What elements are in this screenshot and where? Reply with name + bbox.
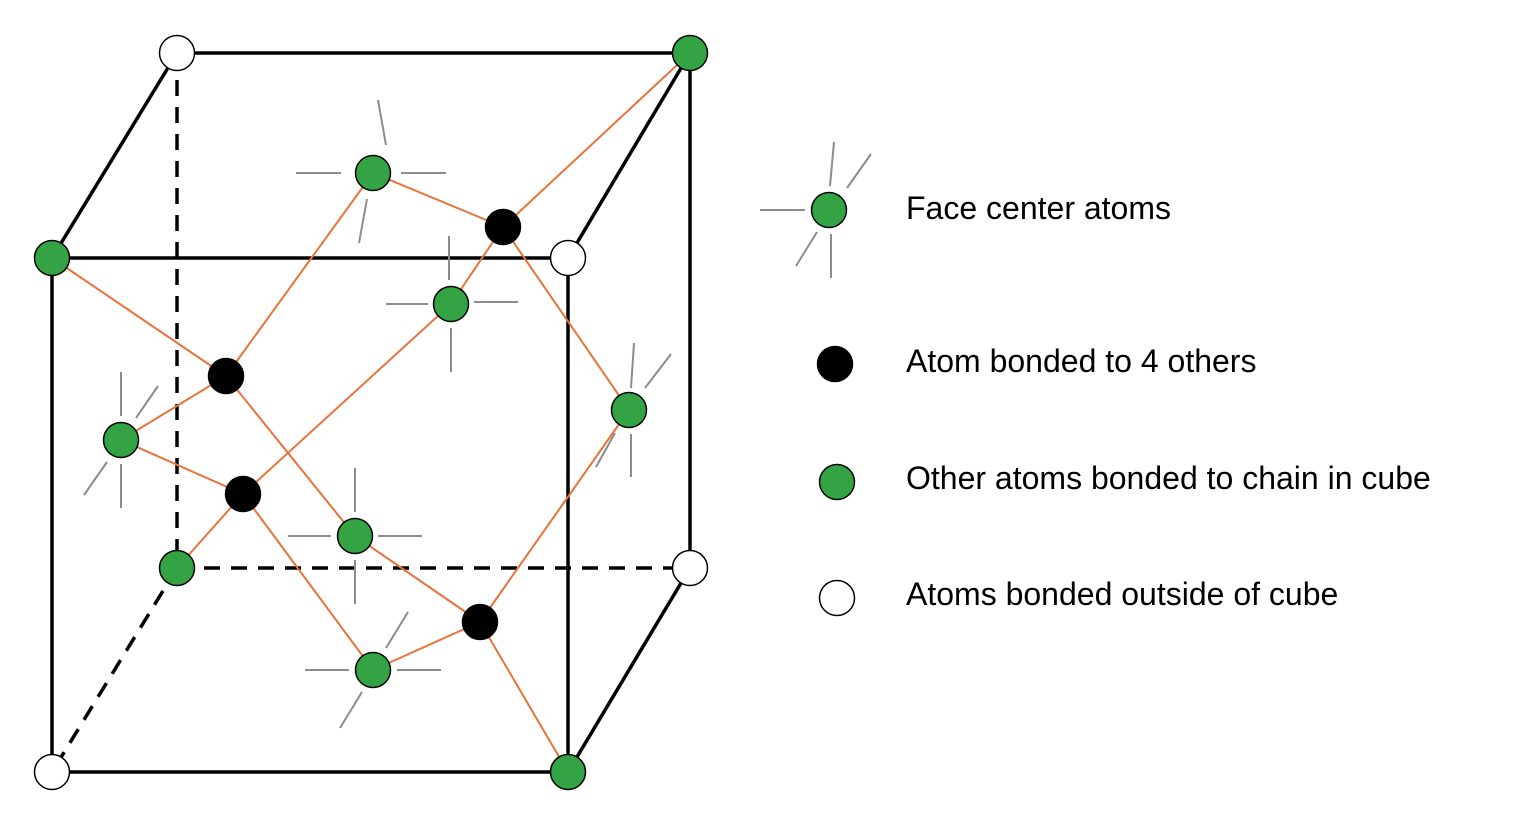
bond-stub	[385, 611, 409, 649]
bond-line	[502, 52, 691, 228]
corner-atom-chain	[158, 549, 196, 587]
hidden-edge-bottom-left-diagonal	[50, 567, 179, 773]
corner-atom-chain	[33, 239, 71, 277]
face-center-atom-right	[610, 391, 648, 429]
legend-item-face-center: Face center atoms	[810, 190, 1171, 229]
legend-face-center-marker	[810, 191, 848, 229]
face-center-atom-front	[432, 285, 470, 323]
edge-top-right-diagonal	[566, 52, 692, 259]
legend-face-center-label: Face center atoms	[906, 190, 1171, 226]
tetrahedral-atom	[484, 208, 522, 246]
bond-line	[479, 409, 630, 623]
legend-chain-marker	[818, 463, 856, 501]
bond-line	[354, 535, 481, 623]
legend-bonded-four-marker	[816, 345, 854, 383]
face-center-atom-top	[354, 154, 392, 192]
legend-item-chain: Other atoms bonded to chain in cube	[818, 460, 1431, 501]
bond-stub	[339, 691, 363, 729]
bond-line	[502, 226, 630, 411]
bond-stub	[83, 461, 108, 496]
edge-bottom-right-diagonal	[566, 567, 692, 773]
bond-stub	[795, 231, 818, 267]
bond-stub	[630, 342, 635, 389]
tetrahedral-atom	[207, 357, 245, 395]
bond-stub	[846, 153, 872, 189]
tetrahedral-atom	[461, 603, 499, 641]
corner-atom-outside	[158, 34, 196, 72]
face-center-bond-stubs	[83, 99, 872, 729]
cube-edges	[50, 51, 692, 774]
legend-item-outside: Atoms bonded outside of cube	[818, 576, 1338, 617]
bond-line	[372, 172, 504, 228]
bond-stub	[829, 141, 835, 187]
corner-atom-outside	[671, 549, 709, 587]
bond-line	[225, 375, 356, 537]
bond-stub	[644, 353, 672, 389]
corner-atom-outside	[33, 753, 71, 791]
legend-outside-label: Atoms bonded outside of cube	[906, 576, 1338, 612]
corner-atom-outside	[549, 239, 587, 277]
bond-line	[242, 303, 452, 495]
bond-line	[479, 621, 569, 773]
bond-stub	[377, 99, 387, 146]
bond-stub	[595, 432, 616, 468]
face-center-atom-back	[336, 517, 374, 555]
corner-atom-chain	[549, 753, 587, 791]
bond-line	[120, 439, 244, 495]
bond-line	[120, 375, 227, 441]
corner-atom-chain	[671, 34, 709, 72]
bond-line	[372, 621, 481, 671]
legend-chain-label: Other atoms bonded to chain in cube	[906, 460, 1431, 496]
bond-stub	[135, 385, 159, 419]
legend-item-bonded-four: Atom bonded to 4 others	[816, 343, 1256, 383]
atoms	[33, 34, 709, 791]
face-center-atom-bottom	[354, 651, 392, 689]
legend-bonded-four-label: Atom bonded to 4 others	[906, 343, 1256, 379]
bond-line	[242, 493, 374, 671]
bond-stub	[358, 198, 368, 244]
edge-top-left-diagonal	[50, 52, 179, 259]
bond-line	[51, 257, 227, 377]
legend-outside-marker	[818, 579, 856, 617]
face-center-atom-left	[102, 421, 140, 459]
tetrahedral-atom	[224, 475, 262, 513]
legend: Face center atoms Atom bonded to 4 other…	[810, 190, 1431, 617]
bond-line	[225, 172, 374, 377]
